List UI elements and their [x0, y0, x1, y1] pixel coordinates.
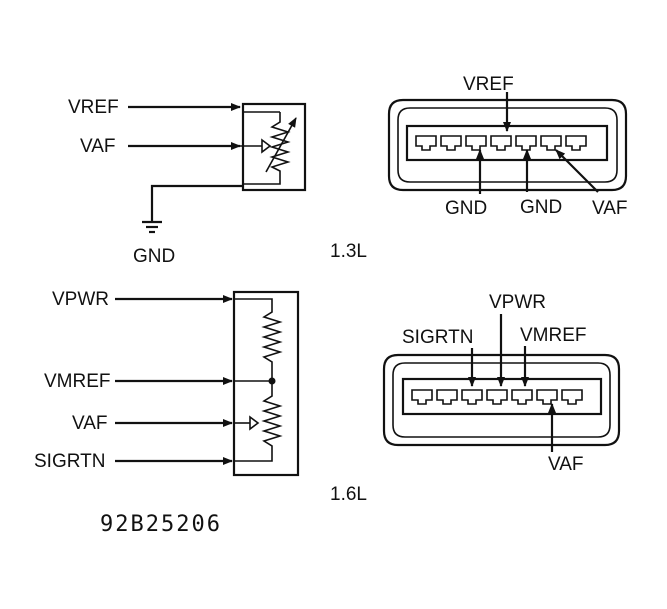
- top-connector-vaf-label: VAF: [592, 198, 628, 219]
- gnd-wire-top: [150, 184, 243, 222]
- top-connector-shell: [397, 107, 618, 183]
- top-vref-label: VREF: [68, 97, 119, 118]
- top-connector: VREF GND GND VAF 1.3L: [330, 74, 628, 262]
- top-connector-gnd2-label: GND: [520, 197, 562, 218]
- top-gnd-label: GND: [133, 246, 175, 267]
- vpwr-label: VPWR: [52, 289, 109, 310]
- ground-symbol: [142, 220, 162, 234]
- sigrtn-label: SIGRTN: [34, 451, 105, 472]
- top-connector-housing: [405, 124, 609, 162]
- top-connector-gnd1-label: GND: [445, 198, 487, 219]
- bottom-resistor-upper: [234, 298, 283, 385]
- bottom-connector: SIGRTN VPWR VMREF VAF 1.6L: [330, 292, 621, 505]
- bottom-vaf-label: VAF: [72, 413, 108, 434]
- figure-code: 92B25206: [100, 512, 222, 537]
- bottom-resistor-lower: [234, 381, 283, 462]
- engine-label-1-6l: 1.6L: [330, 484, 367, 505]
- engine-label-1-3l: 1.3L: [330, 241, 367, 262]
- bottom-connector-sigrtn-label: SIGRTN: [402, 327, 473, 348]
- top-vaf-label: VAF: [80, 136, 116, 157]
- bottom-sensor-body: [232, 290, 300, 477]
- top-sensor-schematic: VREF VAF GND: [68, 97, 307, 267]
- top-sensor-body: [241, 102, 307, 192]
- top-connector-outer: [387, 98, 628, 192]
- bottom-connector-vmref-label: VMREF: [520, 325, 587, 346]
- bottom-connector-shell: [392, 362, 611, 438]
- top-vaf-pointer: [555, 149, 599, 193]
- bottom-connector-vaf-label: VAF: [548, 454, 584, 475]
- bottom-connector-pins: [411, 389, 583, 405]
- bottom-connector-outer: [382, 353, 621, 447]
- top-connector-pins: [415, 135, 587, 151]
- vmref-label: VMREF: [44, 371, 111, 392]
- bottom-sensor-schematic: VPWR VMREF VAF SIGRTN: [34, 289, 300, 477]
- top-potentiometer: [240, 111, 297, 185]
- top-connector-vref-label: VREF: [463, 74, 514, 95]
- bottom-connector-vpwr-label: VPWR: [489, 292, 546, 313]
